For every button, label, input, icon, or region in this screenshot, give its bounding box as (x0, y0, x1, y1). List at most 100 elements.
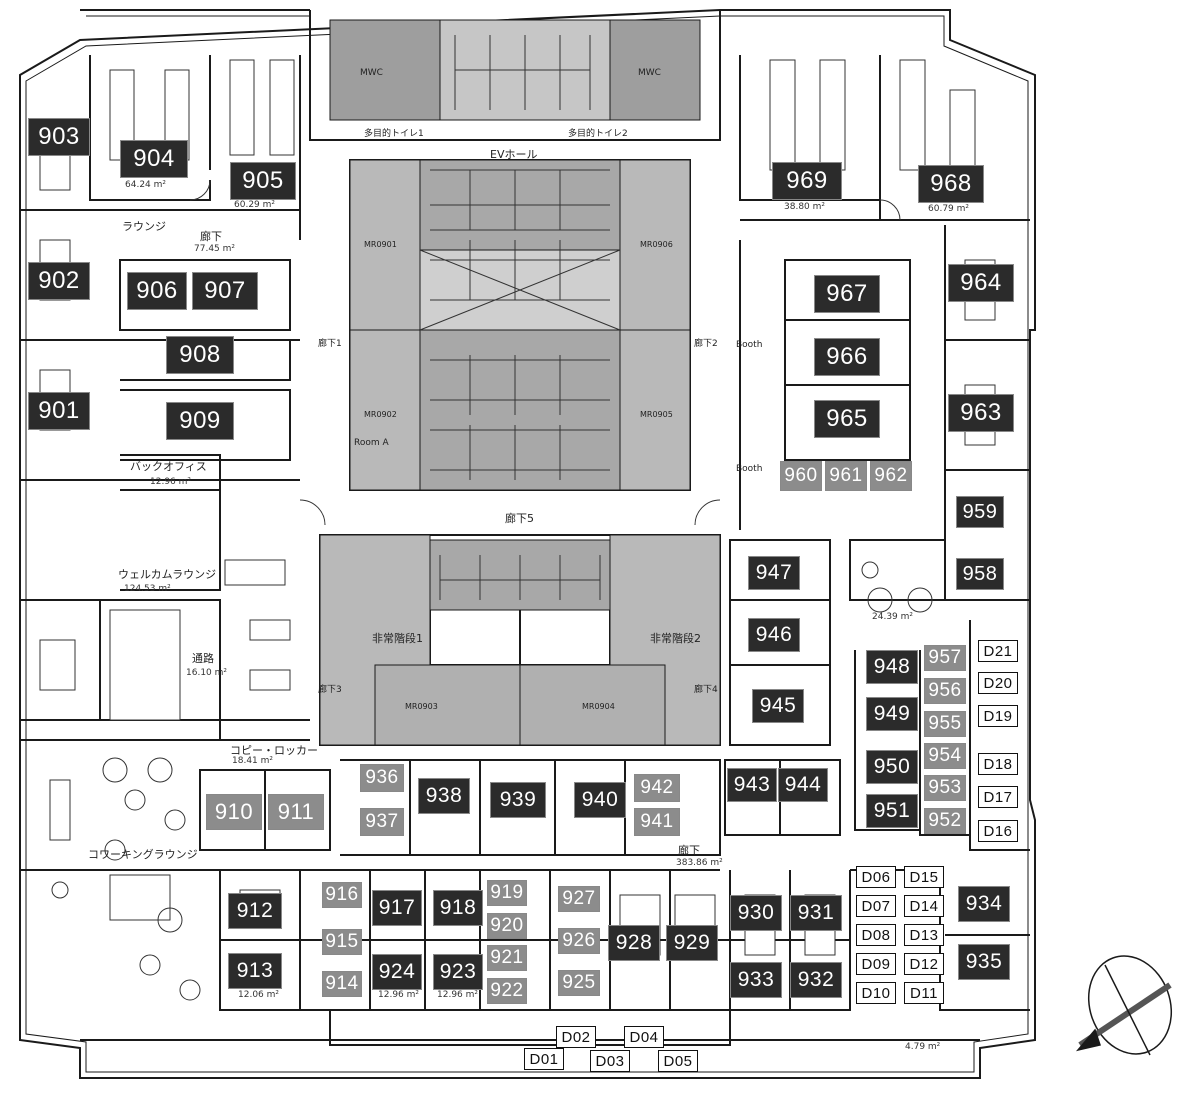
room-label-905[interactable]: 905 (230, 162, 296, 200)
desk-label-D01[interactable]: D01 (524, 1048, 564, 1070)
room-label-969[interactable]: 969 (772, 162, 842, 200)
desk-label-D06[interactable]: D06 (856, 866, 896, 888)
room-label-962[interactable]: 962 (870, 461, 912, 491)
room-label-916[interactable]: 916 (322, 882, 362, 908)
room-label-959[interactable]: 959 (956, 496, 1004, 528)
room-label-929[interactable]: 929 (666, 925, 718, 961)
room-label-957[interactable]: 957 (924, 645, 966, 671)
desk-label-D05[interactable]: D05 (658, 1050, 698, 1072)
room-label-906[interactable]: 906 (127, 272, 187, 310)
room-label-946[interactable]: 946 (748, 618, 800, 652)
room-label-960[interactable]: 960 (780, 461, 822, 491)
room-label-907[interactable]: 907 (192, 272, 258, 310)
room-label-920[interactable]: 920 (487, 913, 527, 939)
room-label-958[interactable]: 958 (956, 558, 1004, 590)
room-label-908[interactable]: 908 (166, 336, 234, 374)
room-label-927[interactable]: 927 (558, 886, 600, 912)
desk-label-D13[interactable]: D13 (904, 924, 944, 946)
desk-label-D21[interactable]: D21 (978, 640, 1018, 662)
stairs2-label: 非常階段2 (650, 632, 701, 645)
room-label-942[interactable]: 942 (634, 774, 680, 802)
desk-label-D17[interactable]: D17 (978, 786, 1018, 808)
room-label-955[interactable]: 955 (924, 711, 966, 737)
room-label-952[interactable]: 952 (924, 808, 966, 834)
room-label-913[interactable]: 913 (228, 953, 282, 989)
room-label-921[interactable]: 921 (487, 945, 527, 971)
area-904: 64.24 m² (125, 180, 167, 190)
room-label-933[interactable]: 933 (730, 962, 782, 998)
booth-label-1: Booth (736, 340, 763, 350)
room-label-901[interactable]: 901 (28, 392, 90, 430)
room-label-965[interactable]: 965 (814, 400, 880, 438)
desk-label-D03[interactable]: D03 (590, 1050, 630, 1072)
room-label-966[interactable]: 966 (814, 338, 880, 376)
room-label-922[interactable]: 922 (487, 978, 527, 1004)
room-a-label: Room A (354, 438, 389, 448)
room-label-924[interactable]: 924 (372, 954, 422, 990)
desk-label-D10[interactable]: D10 (856, 982, 896, 1004)
desk-label-D11[interactable]: D11 (904, 982, 944, 1004)
room-label-936[interactable]: 936 (360, 764, 404, 792)
area-923: 12.96 m² (437, 990, 479, 1000)
room-label-947[interactable]: 947 (748, 556, 800, 590)
room-label-923[interactable]: 923 (433, 954, 483, 990)
room-label-968[interactable]: 968 (918, 165, 984, 203)
room-label-963[interactable]: 963 (948, 394, 1014, 432)
room-label-967[interactable]: 967 (814, 275, 880, 313)
room-label-934[interactable]: 934 (958, 886, 1010, 922)
room-label-951[interactable]: 951 (866, 794, 918, 828)
room-label-938[interactable]: 938 (418, 778, 470, 814)
desk-label-D08[interactable]: D08 (856, 924, 896, 946)
room-label-956[interactable]: 956 (924, 678, 966, 704)
room-label-909[interactable]: 909 (166, 402, 234, 440)
room-label-941[interactable]: 941 (634, 808, 680, 836)
desk-label-D09[interactable]: D09 (856, 953, 896, 975)
room-label-939[interactable]: 939 (490, 782, 546, 818)
room-label-948[interactable]: 948 (866, 650, 918, 684)
room-label-964[interactable]: 964 (948, 264, 1014, 302)
room-label-949[interactable]: 949 (866, 697, 918, 731)
room-label-953[interactable]: 953 (924, 775, 966, 801)
room-label-944[interactable]: 944 (778, 768, 828, 802)
room-label-935[interactable]: 935 (958, 944, 1010, 980)
desk-label-D04[interactable]: D04 (624, 1026, 664, 1048)
desk-label-D02[interactable]: D02 (556, 1026, 596, 1048)
room-label-961[interactable]: 961 (825, 461, 867, 491)
corridor4-label: 廊下4 (694, 685, 718, 695)
corridor-label-bottom: 廊下 (678, 844, 700, 857)
room-label-903[interactable]: 903 (28, 118, 90, 156)
room-label-945[interactable]: 945 (752, 689, 804, 723)
room-label-940[interactable]: 940 (574, 782, 626, 818)
desk-label-D18[interactable]: D18 (978, 753, 1018, 775)
room-label-930[interactable]: 930 (730, 895, 782, 931)
room-label-925[interactable]: 925 (558, 970, 600, 996)
room-label-914[interactable]: 914 (322, 971, 362, 997)
room-label-915[interactable]: 915 (322, 929, 362, 955)
room-label-912[interactable]: 912 (228, 893, 282, 929)
desk-label-D19[interactable]: D19 (978, 705, 1018, 727)
room-label-926[interactable]: 926 (558, 928, 600, 954)
room-label-954[interactable]: 954 (924, 743, 966, 769)
room-label-910[interactable]: 910 (206, 794, 262, 830)
mr0903-label: MR0903 (405, 702, 438, 711)
room-label-911[interactable]: 911 (268, 794, 324, 830)
room-label-902[interactable]: 902 (28, 262, 90, 300)
desk-label-D20[interactable]: D20 (978, 672, 1018, 694)
room-label-919[interactable]: 919 (487, 880, 527, 906)
desk-label-D15[interactable]: D15 (904, 866, 944, 888)
room-label-943[interactable]: 943 (727, 768, 777, 802)
room-label-917[interactable]: 917 (372, 890, 422, 926)
room-label-928[interactable]: 928 (608, 925, 660, 961)
room-label-932[interactable]: 932 (790, 962, 842, 998)
desk-label-D16[interactable]: D16 (978, 820, 1018, 842)
coworking-lounge-label: コワーキングラウンジ (88, 848, 198, 861)
room-label-950[interactable]: 950 (866, 750, 918, 784)
room-label-937[interactable]: 937 (360, 808, 404, 836)
desk-label-D14[interactable]: D14 (904, 895, 944, 917)
desk-label-D12[interactable]: D12 (904, 953, 944, 975)
room-label-918[interactable]: 918 (433, 890, 483, 926)
desk-label-D07[interactable]: D07 (856, 895, 896, 917)
mwc-label-right: MWC (638, 68, 661, 78)
room-label-904[interactable]: 904 (120, 140, 188, 178)
room-label-931[interactable]: 931 (790, 895, 842, 931)
